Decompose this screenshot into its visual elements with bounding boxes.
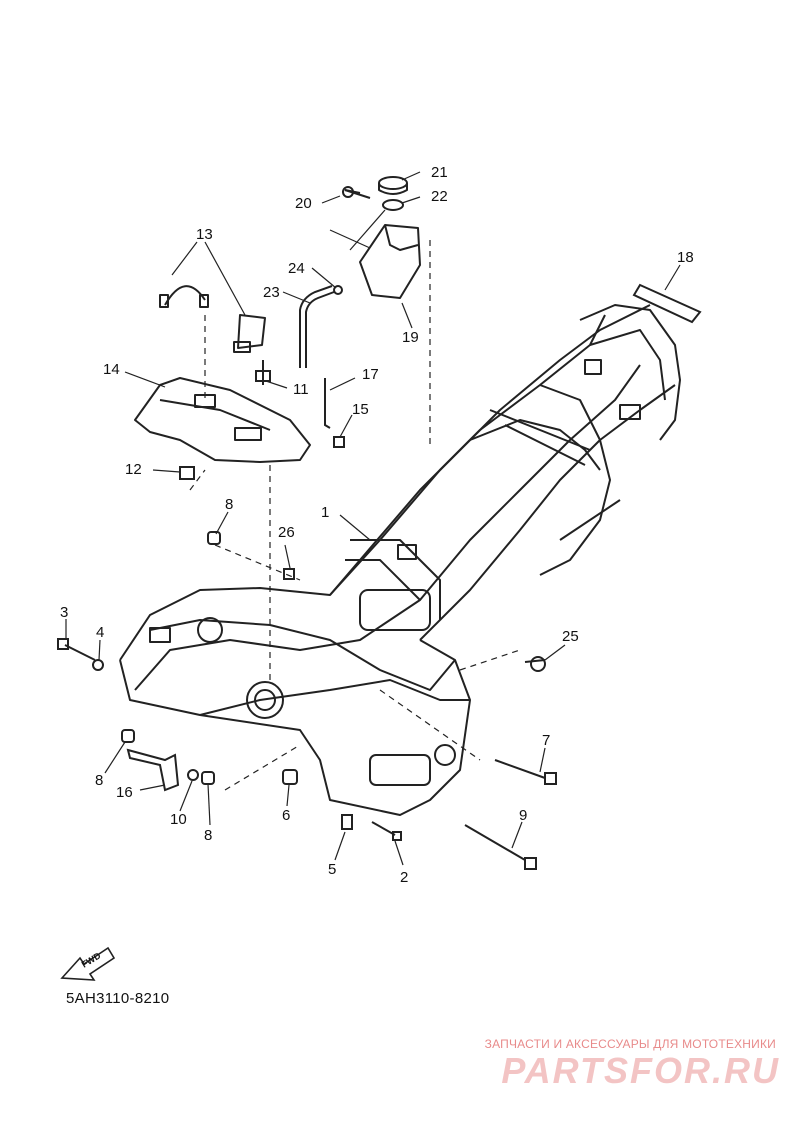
reservoir-assembly: [342, 176, 421, 299]
callout-8-upper: 8: [225, 496, 233, 513]
callout-10: 10: [170, 811, 187, 828]
drawing-code: 5AH3110-8210: [66, 990, 170, 1007]
callout-21: 21: [431, 164, 448, 181]
watermark-logo: PARTSFOR.RU: [501, 1050, 780, 1091]
callout-15: 15: [352, 401, 369, 418]
callout-3: 3: [60, 604, 68, 621]
callout-18: 18: [677, 249, 694, 266]
watermark-tagline: ЗАПЧАСТИ И АКСЕССУАРЫ ДЛЯ МОТОТЕХНИКИ: [484, 1037, 776, 1051]
callout-16: 16: [116, 784, 133, 801]
callout-20: 20: [295, 195, 312, 212]
callout-2: 2: [400, 869, 408, 886]
callout-12: 12: [125, 461, 142, 478]
callout-24: 24: [288, 260, 305, 277]
callout-9: 9: [519, 807, 527, 824]
fwd-arrow-icon: FWD: [60, 946, 116, 981]
rear-pad: [632, 283, 702, 324]
callout-14: 14: [103, 361, 120, 378]
callout-22: 22: [431, 188, 448, 205]
leader-lines: [65, 171, 681, 866]
fasteners: [57, 189, 557, 870]
seat-tray-assembly: [134, 285, 311, 463]
main-frame: [119, 304, 681, 816]
callout-25: 25: [562, 628, 579, 645]
callout-26: 26: [278, 524, 295, 541]
callout-13: 13: [196, 226, 213, 243]
callout-23: 23: [263, 284, 280, 301]
callout-7: 7: [542, 732, 550, 749]
callout-1: 1: [321, 504, 329, 521]
callout-8-lower: 8: [204, 827, 212, 844]
callout-11: 11: [293, 381, 309, 398]
breather-hose: [299, 285, 335, 368]
callout-5: 5: [328, 861, 336, 878]
callout-17: 17: [362, 366, 379, 383]
callout-4: 4: [96, 624, 104, 641]
callout-19: 19: [402, 329, 419, 346]
callout-6: 6: [282, 807, 290, 824]
callout-8-left: 8: [95, 772, 103, 789]
part-number-labels: 1 2 3 4 5 6 7 8 8 8 9 10 11 12 13 14 15 …: [60, 164, 694, 886]
